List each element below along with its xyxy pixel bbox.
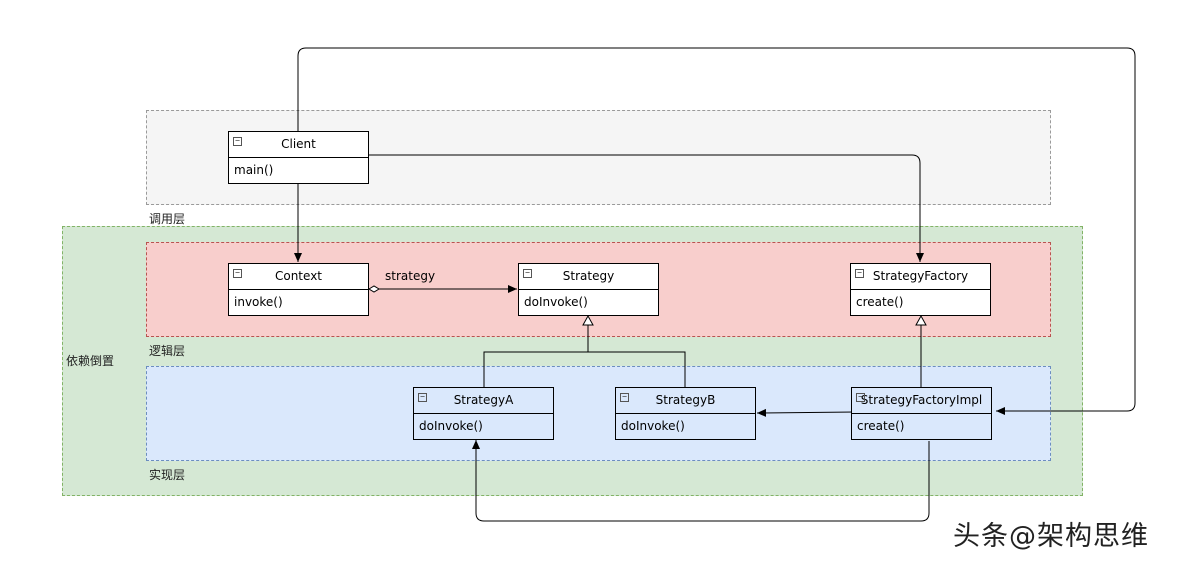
dependency-inversion-label: 依赖倒置 bbox=[66, 354, 115, 368]
logic-layer-label: 逻辑层 bbox=[149, 344, 186, 358]
collapse-icon[interactable]: − bbox=[233, 269, 242, 278]
collapse-icon[interactable]: − bbox=[523, 269, 532, 278]
edge-factoryimpl-strategyb bbox=[756, 408, 856, 417]
class-strategy-factory-impl-name: StrategyFactoryImpl bbox=[860, 393, 983, 407]
collapse-icon[interactable]: − bbox=[233, 137, 242, 146]
collapse-icon[interactable]: − bbox=[856, 393, 865, 402]
class-client[interactable]: − Client main() bbox=[228, 131, 369, 184]
class-strategy-b-name: StrategyB bbox=[655, 393, 716, 407]
class-client-member: main() bbox=[234, 163, 274, 177]
class-client-name: Client bbox=[281, 137, 316, 151]
class-strategy-factory[interactable]: −StrategyFactory create() bbox=[850, 263, 991, 316]
class-strategy-a-member: doInvoke() bbox=[419, 419, 483, 433]
edge-strategya-strategy bbox=[483, 351, 588, 387]
class-strategy-name: Strategy bbox=[562, 269, 615, 283]
class-context-member: invoke() bbox=[234, 295, 283, 309]
edge-client-factoryimpl bbox=[297, 47, 1136, 415]
collapse-icon[interactable]: − bbox=[855, 269, 864, 278]
class-strategy-factory-name: StrategyFactory bbox=[872, 269, 969, 283]
collapse-icon[interactable]: − bbox=[620, 393, 629, 402]
class-strategy-member: doInvoke() bbox=[524, 295, 588, 309]
watermark: 头条@架构思维 bbox=[953, 521, 1149, 552]
class-strategy-a-name: StrategyA bbox=[453, 393, 514, 407]
class-strategy-a[interactable]: − StrategyA doInvoke() bbox=[413, 387, 554, 440]
collapse-icon[interactable]: − bbox=[418, 393, 427, 402]
class-strategy-b-member: doInvoke() bbox=[621, 419, 685, 433]
call-layer-label: 调用层 bbox=[149, 212, 186, 226]
class-context[interactable]: − Context invoke() bbox=[228, 263, 369, 316]
edge-factoryimpl-strategya bbox=[472, 440, 930, 522]
class-strategy-factory-impl-member: create() bbox=[857, 419, 905, 433]
class-context-name: Context bbox=[274, 269, 322, 283]
edge-label-strategy: strategy bbox=[385, 269, 436, 283]
impl-layer-label: 实现层 bbox=[149, 468, 186, 482]
class-strategy-b[interactable]: − StrategyB doInvoke() bbox=[615, 387, 756, 440]
class-strategy-factory-impl[interactable]: −StrategyFactoryImpl create() bbox=[851, 387, 992, 440]
edge-strategyb-strategy bbox=[582, 314, 686, 387]
class-strategy-factory-member: create() bbox=[856, 295, 904, 309]
class-strategy[interactable]: − Strategy doInvoke() bbox=[518, 263, 659, 316]
edge-client-factory bbox=[368, 154, 924, 262]
